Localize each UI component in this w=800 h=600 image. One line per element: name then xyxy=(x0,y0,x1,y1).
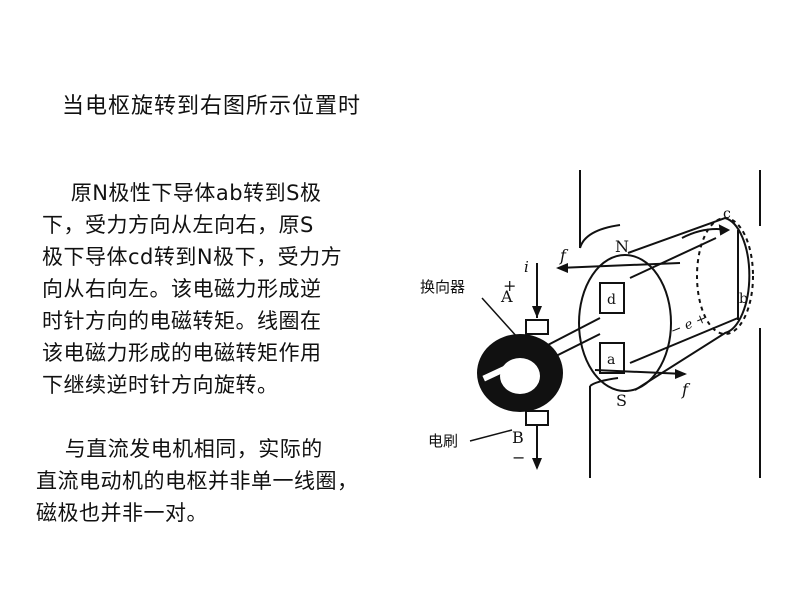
brush-label: 电刷 xyxy=(428,432,458,450)
conductor-d-box xyxy=(599,282,625,314)
paragraph-1-line: 极下导体cd转到N极下，受力方 xyxy=(42,245,343,269)
conductor-cd xyxy=(629,237,717,279)
brush-a xyxy=(525,319,549,335)
commutator-ring xyxy=(478,335,562,411)
force-arrowhead-top xyxy=(556,263,568,273)
armature-front-face xyxy=(578,254,672,392)
conductor-a-label: a xyxy=(607,352,615,368)
paragraph-1-line: 下，受力方向从左向右，原S xyxy=(42,213,314,237)
force-label-bottom: f xyxy=(681,380,691,399)
conductor-ab xyxy=(629,317,739,364)
conductor-d-label: d xyxy=(607,292,616,308)
paragraph-2-line: 与直流发电机相同，实际的 xyxy=(36,437,323,461)
brush-b-label: B xyxy=(512,428,524,447)
brush-a-label: A xyxy=(500,287,513,306)
conductor-c-label: c xyxy=(723,206,731,222)
current-out-arrowhead xyxy=(532,458,542,470)
commutator-leader xyxy=(481,297,519,339)
force-arrow-bottom-line xyxy=(594,369,686,375)
commutator-gap xyxy=(482,360,518,382)
north-pole-shoe xyxy=(579,224,621,249)
conductor-a-box xyxy=(599,342,625,374)
brush-leader xyxy=(469,429,513,442)
paragraph-1-line: 下继续逆时针方向旋转。 xyxy=(42,373,279,397)
dc-motor-diagram: 换向器 电刷 N S A + B − i f f − e + d a c b xyxy=(420,170,761,478)
heading: 当电枢旋转到右图所示位置时 xyxy=(62,94,362,119)
current-arrowhead xyxy=(532,306,542,318)
paragraph-2-line: 直流电动机的电枢并非单一线圈， xyxy=(36,469,359,493)
current-label: i xyxy=(524,258,529,276)
armature-back-rim xyxy=(696,217,754,335)
paragraph-1: 原N极性下导体ab转到S极 下，受力方向从左向右，原S 极下导体cd转到N极下，… xyxy=(42,177,342,401)
minus-sign: − xyxy=(512,448,525,467)
armature-cylinder xyxy=(627,216,751,391)
paragraph-1-line: 时针方向的电磁转矩。线圈在 xyxy=(42,309,322,333)
force-arrow-top-line xyxy=(557,262,681,269)
north-pole-label: N xyxy=(615,237,629,256)
commutator-label: 换向器 xyxy=(420,278,465,296)
paragraph-2: 与直流发电机相同，实际的 直流电动机的电枢并非单一线圈， 磁极也并非一对。 xyxy=(36,433,359,529)
brush-b xyxy=(525,410,549,426)
emf-label: − e + xyxy=(668,311,709,339)
paragraph-1-line: 原N极性下导体ab转到S极 xyxy=(42,181,322,205)
rotation-arrowhead xyxy=(718,224,731,236)
paragraph-2-line: 磁极也并非一对。 xyxy=(36,501,208,525)
south-pole-label: S xyxy=(616,391,627,410)
paragraph-1-line: 该电磁力形成的电磁转矩作用 xyxy=(42,341,322,365)
conductor-b-label: b xyxy=(739,291,748,307)
force-arrowhead-bottom xyxy=(675,369,687,379)
paragraph-1-line: 向从右向左。该电磁力形成逆 xyxy=(42,277,322,301)
force-label-top: f xyxy=(559,246,569,265)
plus-sign: + xyxy=(503,276,516,295)
